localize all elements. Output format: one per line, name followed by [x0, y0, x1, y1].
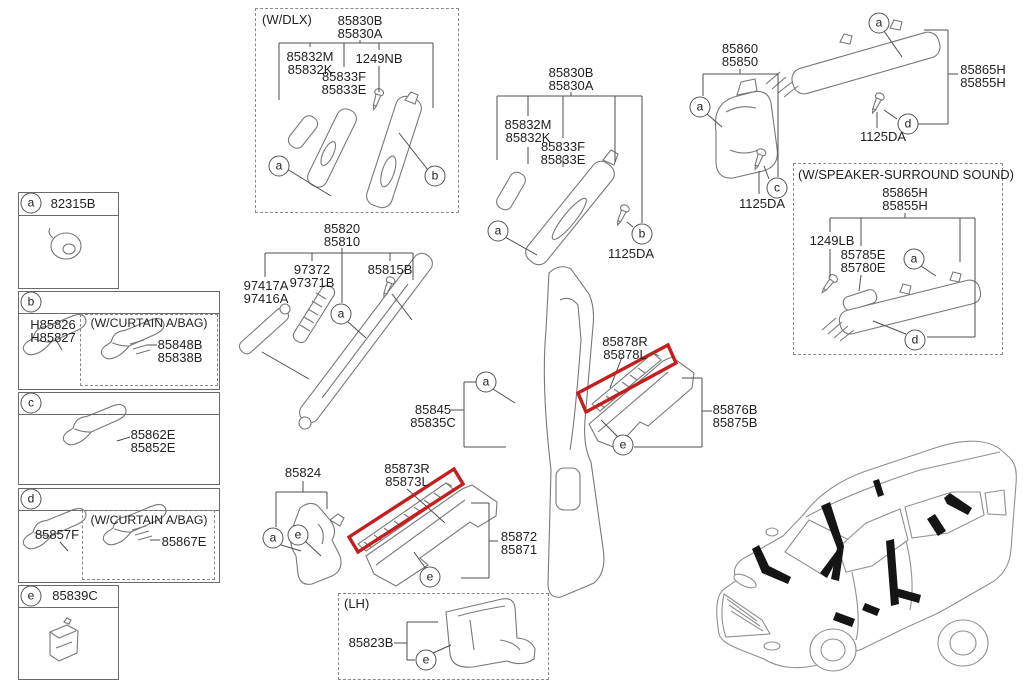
bpillar-lower-label-2: 85835C	[410, 415, 456, 430]
callout-c-cpillar[interactable]: c	[766, 177, 788, 199]
cpillar-label-2: 85850	[721, 54, 759, 69]
callout-e-lh[interactable]: e	[415, 649, 437, 671]
legend-a-part-label: 82315B	[50, 196, 96, 211]
wdlx-title: (W/DLX)	[262, 12, 312, 27]
dpillar-label-1: 85865H	[960, 62, 1006, 77]
dpillar-screw-label: 1125DA	[859, 129, 907, 144]
apillar-main-label-1: 85820	[323, 221, 361, 236]
legend-b-curtain-label-1: 85848B	[157, 337, 203, 352]
cpillar-screw-label: 1125DA	[738, 196, 786, 211]
leader-lines	[55, 29, 976, 661]
callout-a-bpillar-upper[interactable]: a	[487, 220, 509, 242]
car-illustration	[716, 440, 1017, 672]
apillar-ws-label-1: 97417A	[243, 278, 289, 293]
wdlx-box	[255, 8, 459, 213]
lh-title: (LH)	[344, 596, 370, 611]
rear-scuff-label-2: 85878L	[603, 347, 647, 362]
legend-box-a	[18, 192, 119, 289]
callout-a-bpillar-lower[interactable]: a	[475, 371, 497, 393]
callout-d-legend[interactable]: d	[20, 488, 42, 510]
dpillar-label-2: 85855H	[960, 75, 1006, 90]
cpillar-label-1: 85860	[721, 41, 759, 56]
rear-sill-label-1: 85876B	[712, 402, 758, 417]
clip-85839c-sketch	[49, 617, 79, 662]
front-sill-label-2: 85871	[500, 542, 538, 557]
bpillar-lower-trim-label-1: 85833F	[540, 139, 586, 154]
apillar-strip-label-1: 97372	[293, 262, 331, 277]
speaker-box-title: (W/SPEAKER-SURROUND SOUND)	[798, 167, 1014, 182]
wdlx-lower-label-2: 85833E	[321, 82, 367, 97]
curtain-title-d: (W/CURTAIN A/BAG)	[90, 513, 208, 527]
lh-box	[338, 593, 549, 680]
callout-a-cpillar[interactable]: a	[689, 96, 711, 118]
curtain-airbag-box-d	[82, 510, 215, 580]
speaker-main-label-2: 85855H	[882, 198, 928, 213]
front-scuff-label-2: 85873L	[385, 474, 429, 489]
trim-location-marks	[752, 479, 972, 627]
legend-c-part-label-2: 85852E	[130, 440, 176, 455]
callout-a-dpillar[interactable]: a	[868, 12, 890, 34]
speaker-garnish-label-1: 85785E	[840, 247, 886, 262]
legend-b-part-label-1: H85826	[30, 317, 76, 332]
bpillar-garnish-label-1: 85832M	[504, 117, 552, 132]
wdlx-main-label-2: 85830A	[337, 26, 383, 41]
callout-d-speaker[interactable]: d	[904, 329, 926, 351]
callout-b-wdlx[interactable]: b	[424, 165, 446, 187]
fastener-82315b-sketch	[48, 227, 82, 260]
callout-a-speaker[interactable]: a	[903, 248, 925, 270]
callout-e-rear-sill[interactable]: e	[612, 434, 634, 456]
legend-box-c	[18, 392, 220, 485]
bpillar-garnish-label-2: 85832K	[505, 130, 551, 145]
legend-d-part-label: 85857F	[34, 527, 80, 542]
apillar-screw-label: 85815B	[367, 262, 413, 277]
wdlx-main-label-1: 85830B	[337, 13, 383, 28]
apillar-main-label-2: 85810	[323, 234, 361, 249]
bpillar-screw-label: 1125DA	[607, 246, 655, 261]
wdlx-garnish-label-1: 85832M	[286, 49, 334, 64]
callout-e-front-sill[interactable]: e	[419, 566, 441, 588]
bpillar-lower-trim-label-2: 85833E	[540, 152, 586, 167]
wdlx-pin-label: 1249NB	[355, 51, 403, 66]
legend-c-part-label-1: 85862E	[130, 427, 176, 442]
front-scuff-label-1: 85873R	[384, 461, 430, 476]
speaker-pin-label: 1249LB	[809, 233, 855, 248]
callout-b-bpillar-upper[interactable]: b	[631, 223, 653, 245]
apillar-ws-label-2: 97416A	[243, 291, 289, 306]
wdlx-garnish-label-2: 85832K	[287, 62, 333, 77]
rear-sill-label-2: 85875B	[712, 415, 758, 430]
legend-b-part-label-2: H85827	[30, 330, 76, 345]
bpillar-main-label-2: 85830A	[548, 78, 594, 93]
callout-a-apillar[interactable]: a	[330, 303, 352, 325]
callout-e-cowl[interactable]: e	[287, 524, 309, 546]
apillar-strip-label-2: 97371B	[289, 275, 335, 290]
highlight-rear-scuff[interactable]	[575, 342, 679, 415]
legend-d-curtain-label: 85867E	[161, 534, 207, 549]
speaker-garnish-label-2: 85780E	[840, 260, 886, 275]
legend-box-e	[18, 585, 119, 680]
curtain-airbag-box-b	[80, 314, 218, 386]
callout-d-dpillar[interactable]: d	[897, 113, 919, 135]
speaker-main-label-1: 85865H	[882, 185, 928, 200]
bpillar-main-label-1: 85830B	[548, 65, 594, 80]
callout-a-cowl[interactable]: a	[262, 527, 284, 549]
curtain-title-b: (W/CURTAIN A/BAG)	[90, 316, 208, 330]
bpillar-lower-label-1: 85845	[414, 402, 452, 417]
callout-b-legend[interactable]: b	[20, 291, 42, 313]
front-sill-label-1: 85872	[500, 529, 538, 544]
cowl-trim-label: 85824	[284, 465, 322, 480]
wdlx-lower-label-1: 85833F	[321, 69, 367, 84]
callout-a-legend[interactable]: a	[20, 192, 42, 214]
rear-scuff-label-1: 85878R	[602, 334, 648, 349]
callout-e-legend[interactable]: e	[20, 585, 42, 607]
legend-box-b	[18, 291, 220, 390]
callout-a-wdlx[interactable]: a	[268, 155, 290, 177]
callout-c-legend[interactable]: c	[20, 392, 42, 414]
lh-part-label: 85823B	[348, 635, 394, 650]
legend-e-part-label: 85839C	[52, 588, 98, 603]
highlight-front-scuff[interactable]	[346, 466, 466, 555]
part-sketches	[18, 19, 982, 668]
legend-b-curtain-label-2: 85838B	[157, 350, 203, 365]
speaker-surround-box	[793, 163, 1003, 355]
